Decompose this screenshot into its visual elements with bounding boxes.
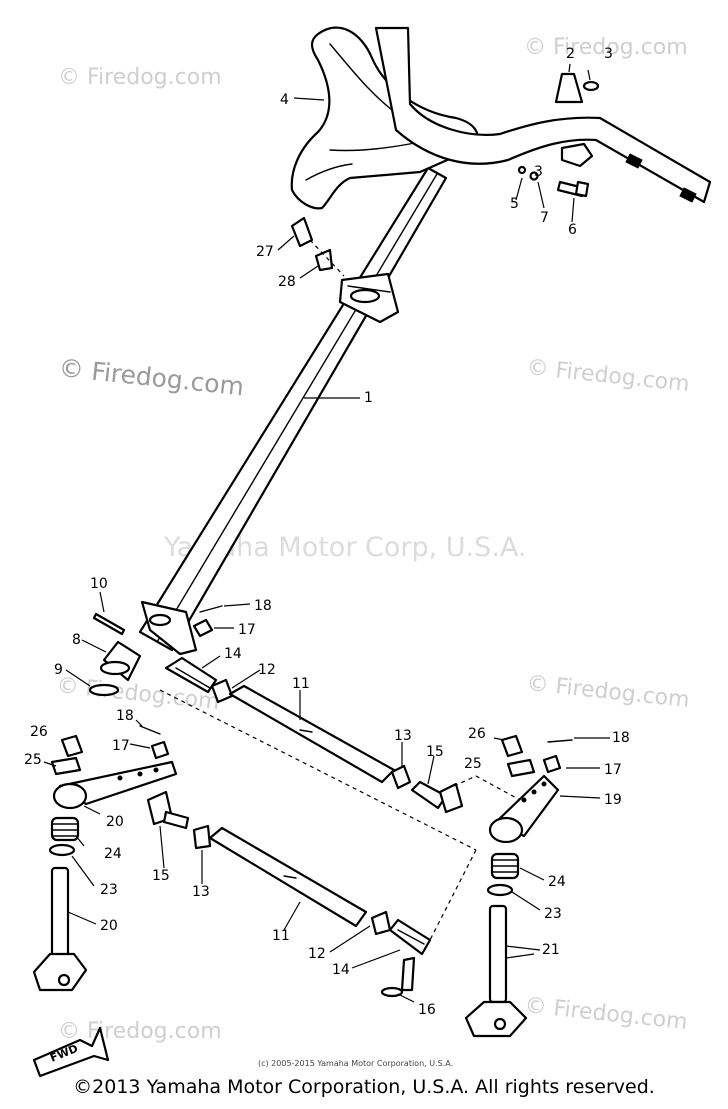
bolt-and-clip	[290, 216, 345, 277]
lock-nut	[370, 910, 392, 936]
tie-rod-end-lower	[146, 790, 190, 830]
callout-2: 2	[566, 46, 575, 62]
plate	[50, 756, 82, 776]
watermark-firedog: © Firedog.com	[58, 1019, 222, 1044]
lock-nut	[192, 824, 212, 850]
guide-line	[429, 849, 477, 941]
bolt-and-washer-set	[517, 165, 590, 198]
tie-rod-end-lower-right	[388, 918, 432, 956]
callout-20: 20	[106, 814, 124, 830]
callout-17: 17	[238, 622, 256, 638]
bolt	[380, 956, 416, 998]
tie-rod-end-upper	[164, 656, 218, 694]
callout-5: 5	[510, 196, 519, 212]
callout-24: 24	[104, 846, 122, 862]
callout-12: 12	[308, 946, 326, 962]
watermark-firedog: © Firedog.com	[524, 35, 688, 60]
callout-10: 10	[90, 576, 108, 592]
callout-24: 24	[548, 874, 566, 890]
callout-18: 18	[612, 730, 630, 746]
callout-11: 11	[272, 928, 290, 944]
callout-4: 4	[280, 92, 289, 108]
throttle-housing	[554, 63, 600, 168]
watermark-firedog: © Firedog.com	[57, 353, 245, 401]
callout-17: 17	[604, 762, 622, 778]
spindle-right	[464, 904, 528, 1038]
callout-28: 28	[278, 274, 296, 290]
callout-21: 21	[542, 942, 560, 958]
callout-labels: 2 3 4 3 5 7 6 27 28 1 10 18 17 8 14 9 12…	[24, 46, 630, 1018]
callout-11: 11	[292, 676, 310, 692]
cotter-pin	[139, 725, 161, 735]
guide-line	[453, 775, 521, 801]
callout-23: 23	[100, 882, 118, 898]
callout-9: 9	[54, 662, 63, 678]
plate	[506, 758, 536, 778]
callout-14: 14	[332, 962, 350, 978]
callout-12: 12	[258, 662, 276, 678]
callout-8: 8	[72, 632, 81, 648]
column-bracket	[338, 272, 400, 324]
diagram-copyright-note: (c) 2005-2015 Yamaha Motor Corporation, …	[258, 1059, 453, 1068]
callout-7: 7	[540, 210, 549, 226]
pin	[92, 612, 126, 636]
spring-left	[50, 816, 80, 842]
washer	[486, 883, 514, 897]
copyright-footer: ©2013 Yamaha Motor Corporation, U.S.A. A…	[73, 1076, 655, 1098]
callout-1: 1	[364, 390, 373, 406]
cotter-pin	[199, 605, 223, 613]
lock-nut	[390, 764, 412, 790]
watermark-firedog: © Firedog.com	[525, 355, 690, 397]
callout-6: 6	[568, 222, 577, 238]
castle-nut	[542, 754, 562, 774]
watermark-firedog: © Firedog.com	[523, 993, 688, 1035]
watermark-firedog: © Firedog.com	[525, 671, 690, 713]
callout-18: 18	[254, 598, 272, 614]
nut	[60, 734, 84, 758]
castle-nut	[150, 740, 170, 760]
washer	[48, 843, 76, 857]
tie-rod-end-right	[410, 780, 464, 814]
callout-23: 23	[544, 906, 562, 922]
handlebar	[374, 26, 712, 204]
steering-column	[138, 166, 448, 652]
cotter-pin	[547, 739, 573, 743]
callout-16: 16	[418, 1002, 436, 1018]
callout-25: 25	[24, 752, 42, 768]
callout-27: 27	[256, 244, 274, 260]
spring-right	[490, 852, 520, 880]
callout-14: 14	[224, 646, 242, 662]
washer	[88, 683, 120, 697]
castle-nut	[192, 618, 214, 638]
callout-3: 3	[604, 46, 613, 62]
callout-25: 25	[464, 756, 482, 772]
guide-line	[159, 689, 477, 851]
callout-13: 13	[394, 728, 412, 744]
callout-13: 13	[192, 884, 210, 900]
callout-18: 18	[116, 708, 134, 724]
lower-column-bracket	[140, 600, 198, 656]
tie-rod-lower	[208, 826, 368, 928]
callout-15: 15	[426, 744, 444, 760]
steering-arm-left	[52, 760, 178, 810]
leader-lines	[43, 97, 610, 1003]
steering-arm-right	[488, 774, 560, 844]
bushing	[99, 640, 142, 682]
callout-3: 3	[534, 164, 543, 180]
spindle-left	[32, 866, 88, 992]
callout-26: 26	[468, 726, 486, 742]
watermark-firedog: © Firedog.com	[58, 65, 222, 90]
callout-20: 20	[100, 918, 118, 934]
callout-19: 19	[604, 792, 622, 808]
callout-26: 26	[30, 724, 48, 740]
callout-17: 17	[112, 738, 130, 754]
callout-15: 15	[152, 868, 170, 884]
nut	[500, 734, 524, 758]
